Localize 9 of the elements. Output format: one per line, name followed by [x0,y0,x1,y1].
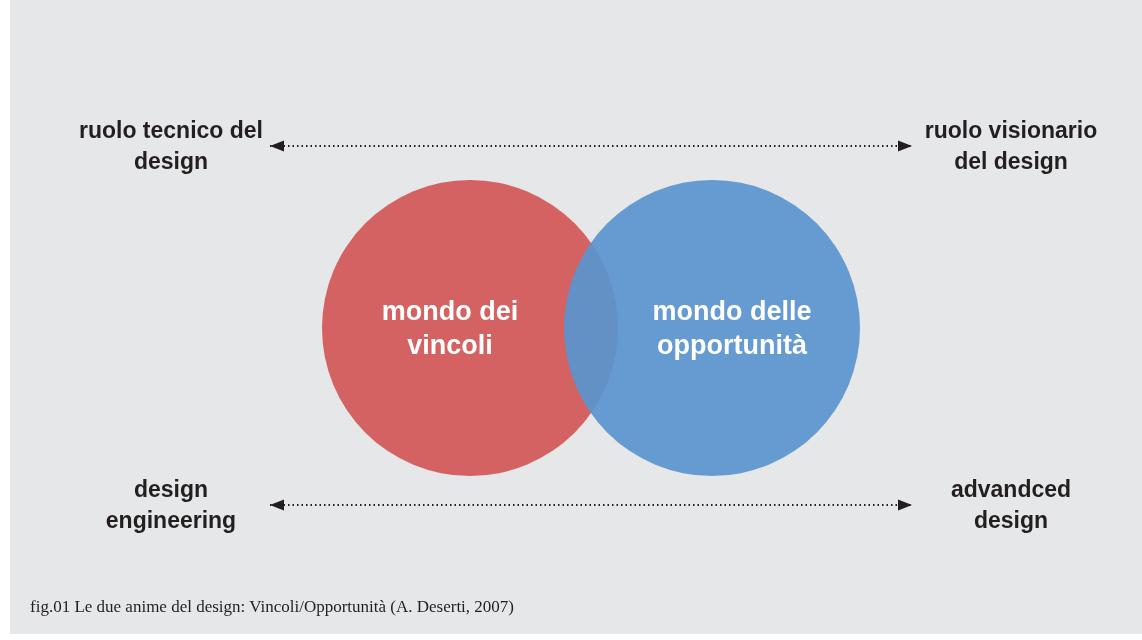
circle-label: mondo dei vincoli [380,295,520,362]
figure-caption: fig.01 Le due anime del design: Vincoli/Opportunità (A. Deserti, 2007) [30,597,514,617]
role-label: design engineering [72,474,270,536]
role-label: ruolo tecnico del design [72,115,270,177]
role-label: ruolo visionario del design [912,115,1110,177]
role-label: advandced design [912,474,1110,536]
circle-label: mondo delle opportunità [651,295,813,362]
double-arrow [269,140,913,152]
double-arrow [269,499,913,511]
